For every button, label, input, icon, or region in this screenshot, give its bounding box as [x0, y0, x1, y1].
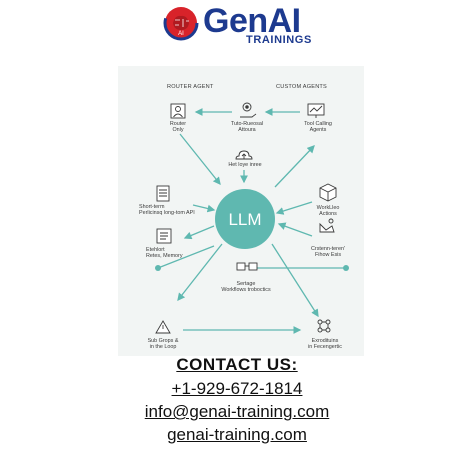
network-icon [317, 319, 331, 333]
monitor-chart-icon [307, 103, 325, 118]
document-list-icon [156, 185, 170, 202]
brand-name: GenAI [203, 2, 301, 40]
gesture-icon [319, 218, 335, 233]
person-frame-icon [170, 103, 186, 119]
connector-dot-left [155, 265, 161, 271]
node-sub-grops: Sub Grops &in the Loop [147, 338, 179, 351]
header-custom-agents: CUSTOM AGENTS [276, 84, 327, 90]
workflow-icon [236, 262, 258, 271]
cloud-upload-icon [235, 150, 253, 160]
arrow-router-to-llm [179, 133, 221, 186]
contact-phone-link[interactable]: +1-929-672-1814 [171, 379, 303, 398]
contact-email-link[interactable]: info@genai-training.com [144, 402, 330, 421]
arrow-llm-to-sub [177, 243, 223, 302]
arrow-workleo-to-llm [275, 201, 313, 215]
clipboard-icon [156, 228, 172, 244]
connector-dot-right [343, 265, 349, 271]
logo-badge-text: AI [178, 31, 184, 37]
contact-website-link[interactable]: genai-training.com [167, 425, 307, 444]
gear-hand-icon [240, 102, 257, 118]
arrow-llm-to-tool [274, 145, 315, 188]
arrow-short-to-llm [192, 204, 216, 213]
brain-logo-icon: AI [163, 5, 199, 41]
cube-icon [319, 183, 337, 202]
node-crstenn: Crstenn-teren'Fihow Esis [311, 246, 345, 259]
llm-label: LLM [228, 210, 262, 229]
llm-circle [215, 189, 275, 249]
brand-subtitle: TRAININGS [246, 34, 312, 46]
header-router-agent: ROUTER AGENT [167, 84, 214, 90]
arrow-crstenn-to-llm [277, 222, 313, 237]
arrow-llm-to-exro [271, 243, 319, 318]
arrow-llm-to-memory [183, 225, 215, 240]
warning-icon [155, 320, 171, 334]
node-het-loye: Het loye inree [228, 162, 262, 168]
arrow-llm-left [157, 245, 215, 269]
contact-title: CONTACT US: [176, 355, 298, 374]
